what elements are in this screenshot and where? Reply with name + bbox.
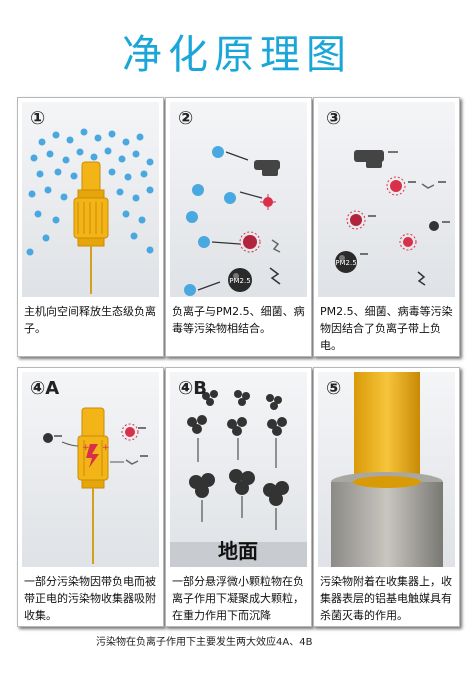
ground-label: 地面 xyxy=(218,539,258,563)
collector-device: + + xyxy=(77,407,110,564)
bacteria-icon xyxy=(125,459,139,465)
particle-clusters xyxy=(187,390,289,506)
negative-ions xyxy=(26,128,154,256)
panel-5-number: ⑤ xyxy=(326,378,342,399)
germ-icon xyxy=(399,233,417,251)
panel-3-number: ③ xyxy=(326,108,342,129)
ion-generator-device xyxy=(73,161,109,294)
virus-icon xyxy=(239,231,261,253)
panel-2: PM2.5 ② 负离子与PM2.5、细菌、病毒等污染物相结合。 xyxy=(165,97,312,357)
germ-icon xyxy=(386,176,406,196)
panel-5: ⑤ 污染物附着在收集器上，收集器表层的铝基电触媒具有杀菌灭毒的作用。 xyxy=(313,367,460,627)
panel-1: ① 主机向空间释放生态级负离子。 xyxy=(17,97,164,357)
bacteria-icon xyxy=(269,267,281,285)
panel-1-caption: 主机向空间释放生态级负离子。 xyxy=(24,305,156,335)
germ-icon xyxy=(260,194,276,210)
page-title: 净化原理图 xyxy=(122,32,352,78)
panel-3: PM2.5 ③ PM2.5、细菌、病毒等污染物因结合了负离子带上负电。 xyxy=(313,97,460,357)
panel-5-illustration: ⑤ xyxy=(318,372,455,567)
panel-4a: + + ④A 一部分污染物因带负电而被带正电的污染物收集器吸附收集。 xyxy=(17,367,164,627)
small-particle xyxy=(43,433,62,443)
panel-4b-illustration: 地面 ④B xyxy=(170,372,307,567)
footnote: 污染物在负离子作用下主要发生两大效应4A、4B xyxy=(96,637,313,648)
panel-4a-number: ④A xyxy=(30,378,60,399)
svg-text:+: + xyxy=(82,443,90,453)
panel-4b: 地面 ④B 一部分悬浮微小颗粒物在负离子作用下凝聚成大颗粒，在重力作用下而沉降 xyxy=(165,367,312,627)
panel-4a-caption: 一部分污染物因带负电而被带正电的污染物收集器吸附收集。 xyxy=(24,575,156,622)
panel-1-illustration: ① xyxy=(22,102,159,297)
panel-3-caption: PM2.5、细菌、病毒等污染物因结合了负离子带上负电。 xyxy=(320,305,453,352)
bacteria-icon xyxy=(421,183,435,189)
panel-4a-illustration: + + ④A xyxy=(22,372,159,567)
dust-particle xyxy=(354,150,384,168)
pm25-label: PM2.5 xyxy=(335,259,356,267)
svg-text:+: + xyxy=(102,443,110,453)
panel-2-illustration: PM2.5 ② xyxy=(170,102,307,297)
bacteria-icon xyxy=(417,271,426,286)
pm25-particle xyxy=(228,268,252,292)
small-particle xyxy=(429,221,439,231)
virus-icon xyxy=(346,210,366,230)
germ-icon xyxy=(121,423,139,441)
panel-4b-number: ④B xyxy=(178,378,207,399)
pollen-icon xyxy=(271,239,281,253)
panel-1-number: ① xyxy=(30,108,46,129)
pm25-particle xyxy=(335,251,357,273)
pm25-label: PM2.5 xyxy=(229,277,250,285)
electric-bolt-icon xyxy=(86,444,99,468)
panel-2-number: ② xyxy=(178,108,194,129)
dust-particle xyxy=(254,160,280,176)
panel-4b-caption: 一部分悬浮微小颗粒物在负离子作用下凝聚成大颗粒，在重力作用下而沉降 xyxy=(172,575,304,622)
panel-3-illustration: PM2.5 ③ xyxy=(318,102,455,297)
panel-2-caption: 负离子与PM2.5、细菌、病毒等污染物相结合。 xyxy=(172,305,305,335)
panel-5-caption: 污染物附着在收集器上，收集器表层的铝基电触媒具有杀菌灭毒的作用。 xyxy=(320,575,452,622)
